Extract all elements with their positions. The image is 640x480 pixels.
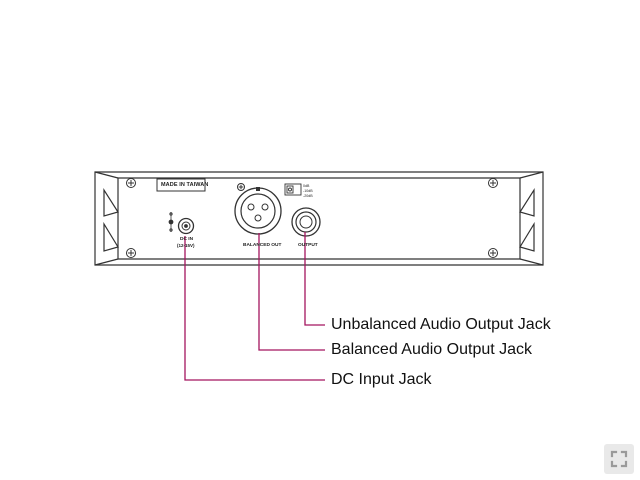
gain-switch-icon: [284, 183, 302, 196]
made-in-label: MADE IN TAIWAN: [161, 182, 209, 188]
chassis: [94, 171, 544, 266]
callout-line-unbalanced: [304, 232, 325, 326]
dc-in-label: DC IN: [180, 237, 194, 242]
callout-line-dc: [184, 236, 325, 381]
screw-icon: [488, 248, 498, 258]
switch-label-lo: -20dB: [303, 194, 313, 198]
screw-icon: [488, 178, 498, 188]
output-label: OUTPUT: [298, 243, 318, 248]
balanced-out-label: BALANCED OUT: [243, 243, 282, 248]
screws: [126, 178, 498, 258]
xlr-jack-icon: [234, 187, 282, 235]
callout-label-balanced: Balanced Audio Output Jack: [331, 341, 533, 358]
screw-icon: [126, 248, 136, 258]
fullscreen-button[interactable]: [604, 444, 634, 474]
dc-voltage-label: (12-15V): [177, 243, 195, 248]
dc-jack-icon: [177, 217, 195, 235]
callout-label-unbalanced: Unbalanced Audio Output Jack: [331, 316, 551, 333]
switch-label-mid: -10dB: [303, 189, 313, 193]
callout-line-balanced: [258, 233, 325, 351]
screw-icon: [126, 178, 136, 188]
switch-label-hi: 0dB: [303, 184, 310, 188]
expand-icon: [610, 450, 628, 468]
callout-label-dc: DC Input Jack: [331, 371, 432, 388]
made-in-label-box: [156, 178, 206, 192]
callout-lines: [184, 232, 325, 381]
polarity-icon: [168, 212, 174, 232]
screw-icon: [237, 183, 245, 191]
unbalanced-jack-icon: [291, 207, 321, 237]
